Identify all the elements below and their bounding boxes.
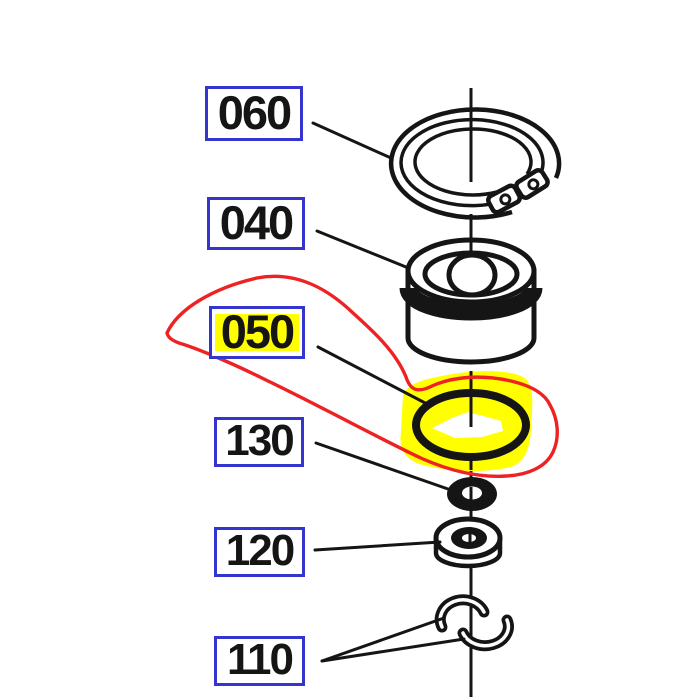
part-label-060[interactable]: 060: [205, 86, 303, 141]
label-yellow-highlight: [215, 314, 299, 351]
bushing-drawing: [433, 516, 503, 569]
part-ref-text: 050: [220, 305, 295, 358]
part-ref-text: 120: [225, 526, 295, 575]
part-label-130[interactable]: 130: [214, 417, 304, 467]
bearing-drawing: [399, 237, 543, 365]
red-annotation-circle: [165, 274, 559, 479]
part-label-120[interactable]: 120: [214, 527, 305, 577]
part-ref-text: 040: [219, 196, 294, 249]
part-ref-text: 130: [225, 416, 294, 465]
part-ref-text: 110: [227, 635, 294, 684]
part-label-040[interactable]: 040: [207, 197, 305, 250]
part-label-050[interactable]: 050: [209, 306, 305, 359]
part-label-110[interactable]: 110: [214, 636, 305, 686]
oring-drawing: [412, 389, 530, 461]
half-clips-drawing: [434, 594, 514, 652]
leader-lines: [311, 121, 466, 663]
part-ref-text: 060: [217, 86, 292, 139]
snap-ring-drawing: [388, 107, 562, 220]
